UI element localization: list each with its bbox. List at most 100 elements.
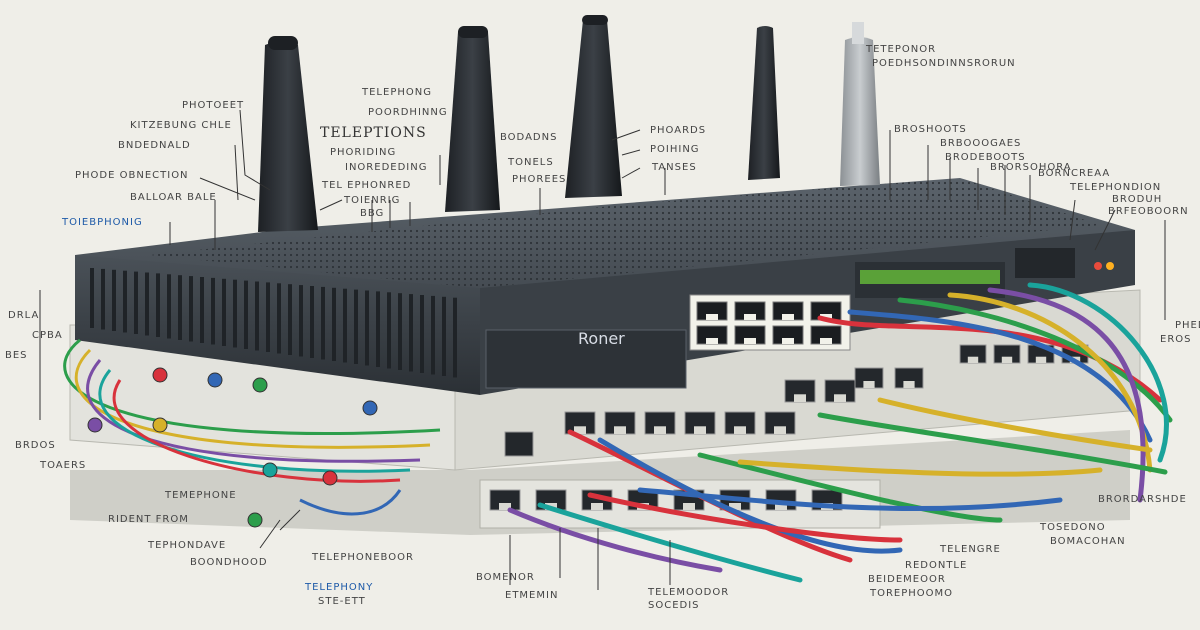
- callout-label: TETEPONOR: [865, 44, 936, 55]
- callout-label: KITZEBUNG CHLE: [130, 120, 232, 131]
- antenna-5: [840, 37, 880, 186]
- ethernet-cable: [587, 492, 903, 543]
- ethernet-cable: [987, 287, 1146, 503]
- callout-label: TOAERS: [39, 460, 86, 471]
- callout-label: BRODEBOOTS: [945, 152, 1026, 163]
- cable-connector: [87, 417, 103, 433]
- callout-label: INOREDEDING: [345, 162, 427, 173]
- vent-slot: [90, 268, 94, 328]
- antenna-2: [445, 29, 500, 212]
- vent-slot: [431, 295, 435, 375]
- ethernet-cable: [817, 412, 1168, 475]
- antenna-1: [258, 41, 318, 232]
- ethernet-cable: [897, 297, 1173, 423]
- vent-slot: [343, 288, 347, 363]
- callout-label: ETMEMIN: [505, 590, 558, 601]
- vent-slot: [101, 268, 105, 330]
- router-vent-grille: [150, 178, 1100, 288]
- vent-slot: [387, 292, 391, 369]
- cable-connector: [322, 470, 338, 486]
- callout-label: TEL EPHONRED: [321, 180, 411, 191]
- vent-slot: [222, 278, 226, 346]
- router-body: Roner: [75, 178, 1135, 395]
- vent-slot: [244, 280, 248, 349]
- callout-label: BALLOAR BALE: [130, 192, 217, 203]
- callout-label: TANSES: [651, 162, 697, 173]
- cable-connector: [207, 372, 223, 388]
- callout-label: CPBA: [32, 330, 63, 341]
- callout-label: PHOREES: [512, 174, 566, 185]
- cable-connector: [252, 377, 268, 393]
- ethernet-cable: [1027, 282, 1169, 463]
- callout-label: DRLA: [8, 310, 39, 321]
- vent-slot: [288, 284, 292, 355]
- vent-slot: [112, 269, 116, 331]
- console-port: [504, 431, 534, 457]
- callout-label: TOSEDONO: [1039, 522, 1106, 533]
- callout-label: BES: [5, 350, 28, 361]
- callout-label: BRBOOOGAES: [940, 138, 1021, 149]
- callout-leaders: [39, 109, 1166, 590]
- vent-slot: [134, 271, 138, 334]
- callout-label: TONELS: [507, 157, 554, 168]
- ethernet-cable: [299, 489, 402, 516]
- callout-label: PHEDI: [1175, 320, 1200, 331]
- vent-slot: [310, 286, 314, 358]
- ethernet-cable: [637, 487, 1063, 512]
- vent-slot: [409, 294, 413, 372]
- callout-label: BRFEOBOORN: [1108, 206, 1189, 217]
- callout-label: PHORIDING: [330, 147, 396, 158]
- callout-label: TOIENRIG: [343, 195, 400, 206]
- power-led: [1094, 262, 1102, 270]
- callout-label: STE-ETT: [318, 596, 366, 607]
- vent-slot: [321, 286, 325, 360]
- callout-label: POIHING: [650, 144, 700, 155]
- ethernet-cable: [737, 459, 1103, 477]
- status-led-bar: [860, 270, 1000, 284]
- cable-connector: [362, 400, 378, 416]
- vent-slot: [156, 273, 160, 337]
- router-power-port: [1015, 248, 1075, 278]
- antenna-3: [565, 17, 622, 198]
- callout-label: BOMENOR: [476, 572, 535, 583]
- callout-label: POEDHSONDINNSRORUN: [872, 58, 1016, 69]
- vent-slot: [167, 274, 171, 339]
- vent-slot: [255, 281, 259, 351]
- callout-label: BORNCREAA: [1038, 168, 1110, 179]
- network-cables: [63, 282, 1173, 583]
- cable-connector: [152, 417, 168, 433]
- callout-label: BNDEDNALD: [118, 140, 191, 151]
- vent-slot: [420, 295, 424, 373]
- callout-label: BRORDARSHDE: [1098, 494, 1187, 505]
- callout-label: BBG: [360, 208, 384, 219]
- status-led: [1106, 262, 1114, 270]
- vent-slot: [332, 287, 336, 361]
- callout-label: TELEMOODOR: [647, 587, 729, 598]
- ethernet-cable: [112, 379, 401, 483]
- callout-label: TOIEBPHONIG: [61, 217, 143, 228]
- vent-slot: [233, 279, 237, 348]
- vent-slot: [178, 275, 182, 340]
- callout-label: PHODE OBNECTION: [75, 170, 189, 181]
- antenna-4: [748, 26, 780, 180]
- vent-slot: [145, 272, 149, 336]
- callout-label: PHOTOEET: [182, 100, 244, 111]
- ethernet-cable: [697, 452, 1003, 523]
- antennas: [258, 15, 880, 232]
- cable-connector: [152, 367, 168, 383]
- callout-label: BODADNS: [500, 132, 557, 143]
- router-brand-label: Roner: [578, 329, 625, 348]
- cable-connector: [262, 462, 278, 478]
- callout-label: BRDOS: [15, 440, 56, 451]
- callout-label: REDONTLE: [905, 560, 967, 571]
- vent-slot: [189, 276, 193, 342]
- ethernet-cable: [507, 507, 723, 573]
- vent-slot: [442, 296, 446, 376]
- vent-slot: [365, 290, 369, 366]
- callout-label: TELENGRE: [939, 544, 1001, 555]
- callout-label: POORDHINNG: [368, 107, 448, 118]
- ethernet-cable: [63, 338, 441, 435]
- callout-label: TEPHONDAVE: [147, 540, 226, 551]
- callout-label: PHOARDS: [650, 125, 706, 136]
